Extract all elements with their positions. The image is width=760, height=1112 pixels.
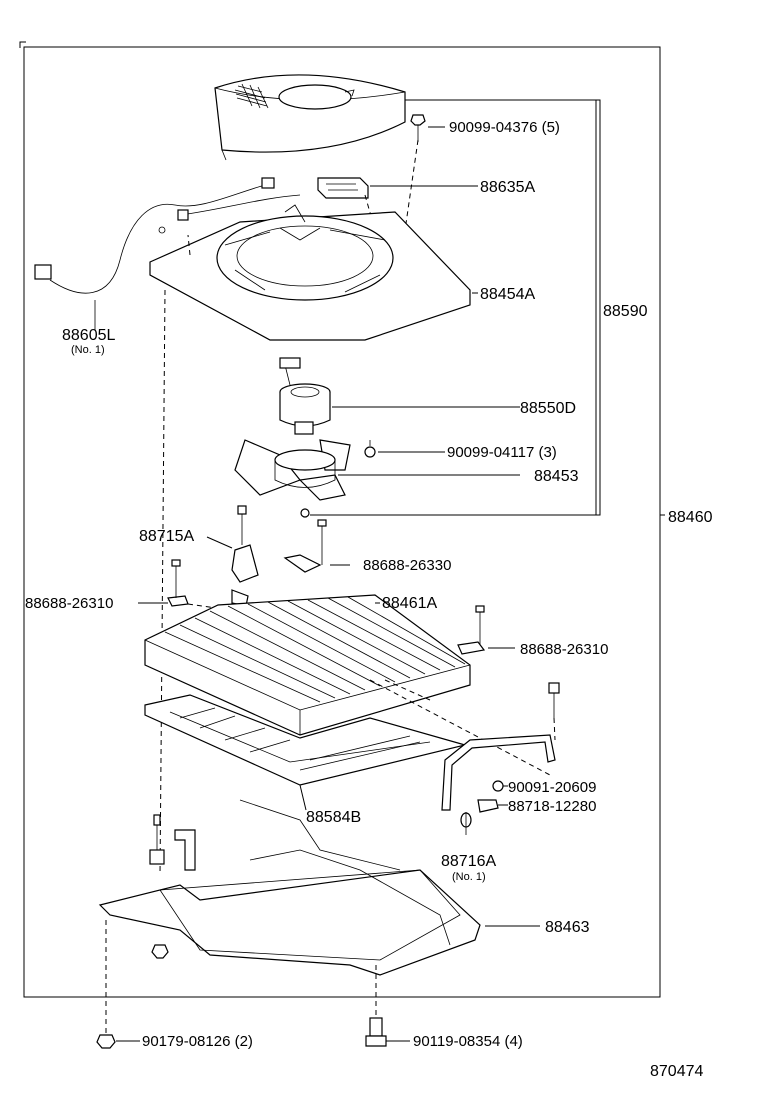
screw-90099-04117 [364, 440, 376, 458]
label-90099-04117: 90099-04117 (3) [447, 444, 557, 461]
resistor-88635A [317, 177, 369, 199]
label-88454A: 88454A [480, 286, 535, 303]
label-88461A: 88461A [382, 595, 437, 612]
support-frame-88463 [98, 799, 481, 976]
filter-fins [164, 596, 466, 703]
label-88716A: 88716A [441, 853, 496, 870]
drain-pipe-88716A [441, 734, 556, 835]
label-90099-04376: 90099-04376 (5) [449, 119, 560, 136]
bracket-88688-26310-right [457, 605, 486, 655]
nut-left [151, 944, 169, 959]
bolt-90119-08354 [365, 1017, 387, 1047]
screw-90099-04376 [410, 114, 426, 142]
clamp-88715A [231, 505, 259, 607]
label-88590: 88590 [603, 303, 648, 320]
blower-motor-88550D [279, 357, 331, 435]
label-88716A-note: (No. 1) [452, 871, 486, 883]
blower-housing-88454A [149, 204, 471, 341]
blower-cover [214, 74, 406, 161]
label-88688-26310-right: 88688-26310 [520, 641, 608, 658]
label-88715A: 88715A [139, 528, 194, 545]
assembly-frame [19, 41, 661, 998]
stud-bolt-left [149, 814, 165, 865]
label-88688-26310-left: 88688-26310 [25, 595, 113, 612]
label-88453: 88453 [534, 468, 579, 485]
bracket-88688-26310-left [167, 559, 189, 607]
label-88463: 88463 [545, 919, 590, 936]
bracket-88688-26330 [283, 519, 327, 573]
label-88605L: 88605L [62, 327, 115, 344]
label-88584B: 88584B [306, 809, 361, 826]
subassembly-bracket [310, 99, 601, 516]
screw-90091-20609 [492, 780, 504, 792]
label-88718-12280: 88718-12280 [508, 798, 596, 815]
label-90091-20609: 90091-20609 [508, 779, 596, 796]
label-90179-08126: 90179-08126 (2) [142, 1033, 253, 1050]
nut-90179-08126 [96, 1034, 116, 1049]
fan-88453 [234, 439, 351, 501]
wire-harness-88605L [34, 177, 301, 330]
cover-vent-grille [234, 83, 269, 109]
drain-tray-88584B [144, 694, 468, 811]
label-88460: 88460 [668, 509, 713, 526]
label-88688-26330: 88688-26330 [363, 557, 451, 574]
label-88605L-note: (No. 1) [71, 344, 105, 356]
bolt-pipe [548, 682, 560, 718]
diagram-id: 870474 [650, 1063, 703, 1080]
label-90119-08354: 90119-08354 (4) [413, 1033, 523, 1050]
label-88635A: 88635A [480, 179, 535, 196]
filter-88461A [144, 594, 471, 736]
label-88550D: 88550D [520, 400, 576, 417]
clip-88718-12280 [477, 799, 499, 813]
